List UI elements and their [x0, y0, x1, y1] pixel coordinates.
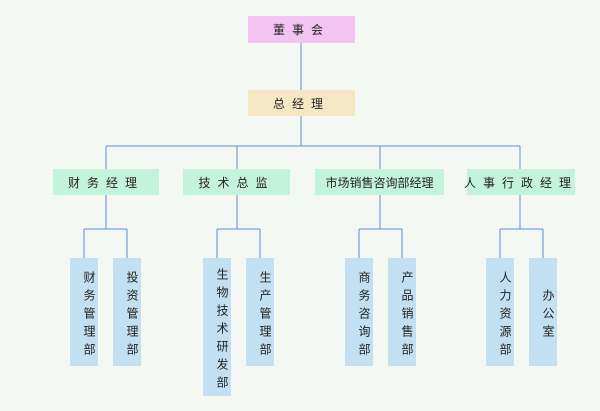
- department-box: 商务咨询部: [345, 258, 373, 366]
- department-label: 投资管理部: [125, 271, 139, 361]
- department-label: 生物技术研发部: [215, 268, 229, 394]
- department-box: 财务管理部: [70, 258, 98, 366]
- manager-label: 财务经理: [67, 175, 144, 190]
- department-box: 生物技术研发部: [203, 258, 231, 396]
- general-manager-box: 总经理: [248, 90, 355, 116]
- manager-label: 技术总监: [198, 175, 275, 190]
- manager-label: 人事行政经理: [464, 175, 579, 190]
- department-label: 产品销售部: [400, 271, 414, 361]
- manager-box-hr: 人事行政经理: [464, 169, 579, 195]
- board-box: 董事会: [248, 16, 355, 43]
- department-box: 办公室: [529, 258, 557, 366]
- manager-label: 市场销售咨询部经理: [325, 175, 434, 190]
- manager-box-marketing: 市场销售咨询部经理: [315, 169, 444, 195]
- department-label: 办公室: [541, 289, 555, 343]
- board-label: 董事会: [272, 23, 330, 37]
- department-box: 生产管理部: [246, 258, 274, 366]
- department-label: 生产管理部: [258, 271, 272, 361]
- department-box: 人力资源部: [486, 258, 514, 366]
- department-box: 产品销售部: [388, 258, 416, 366]
- department-label: 人力资源部: [498, 271, 512, 361]
- department-label: 商务咨询部: [357, 271, 371, 361]
- manager-box-finance: 财务经理: [53, 169, 159, 195]
- department-label: 财务管理部: [82, 271, 96, 361]
- manager-box-technology: 技术总监: [183, 169, 290, 195]
- department-box: 投资管理部: [113, 258, 141, 366]
- general-manager-label: 总经理: [272, 96, 330, 111]
